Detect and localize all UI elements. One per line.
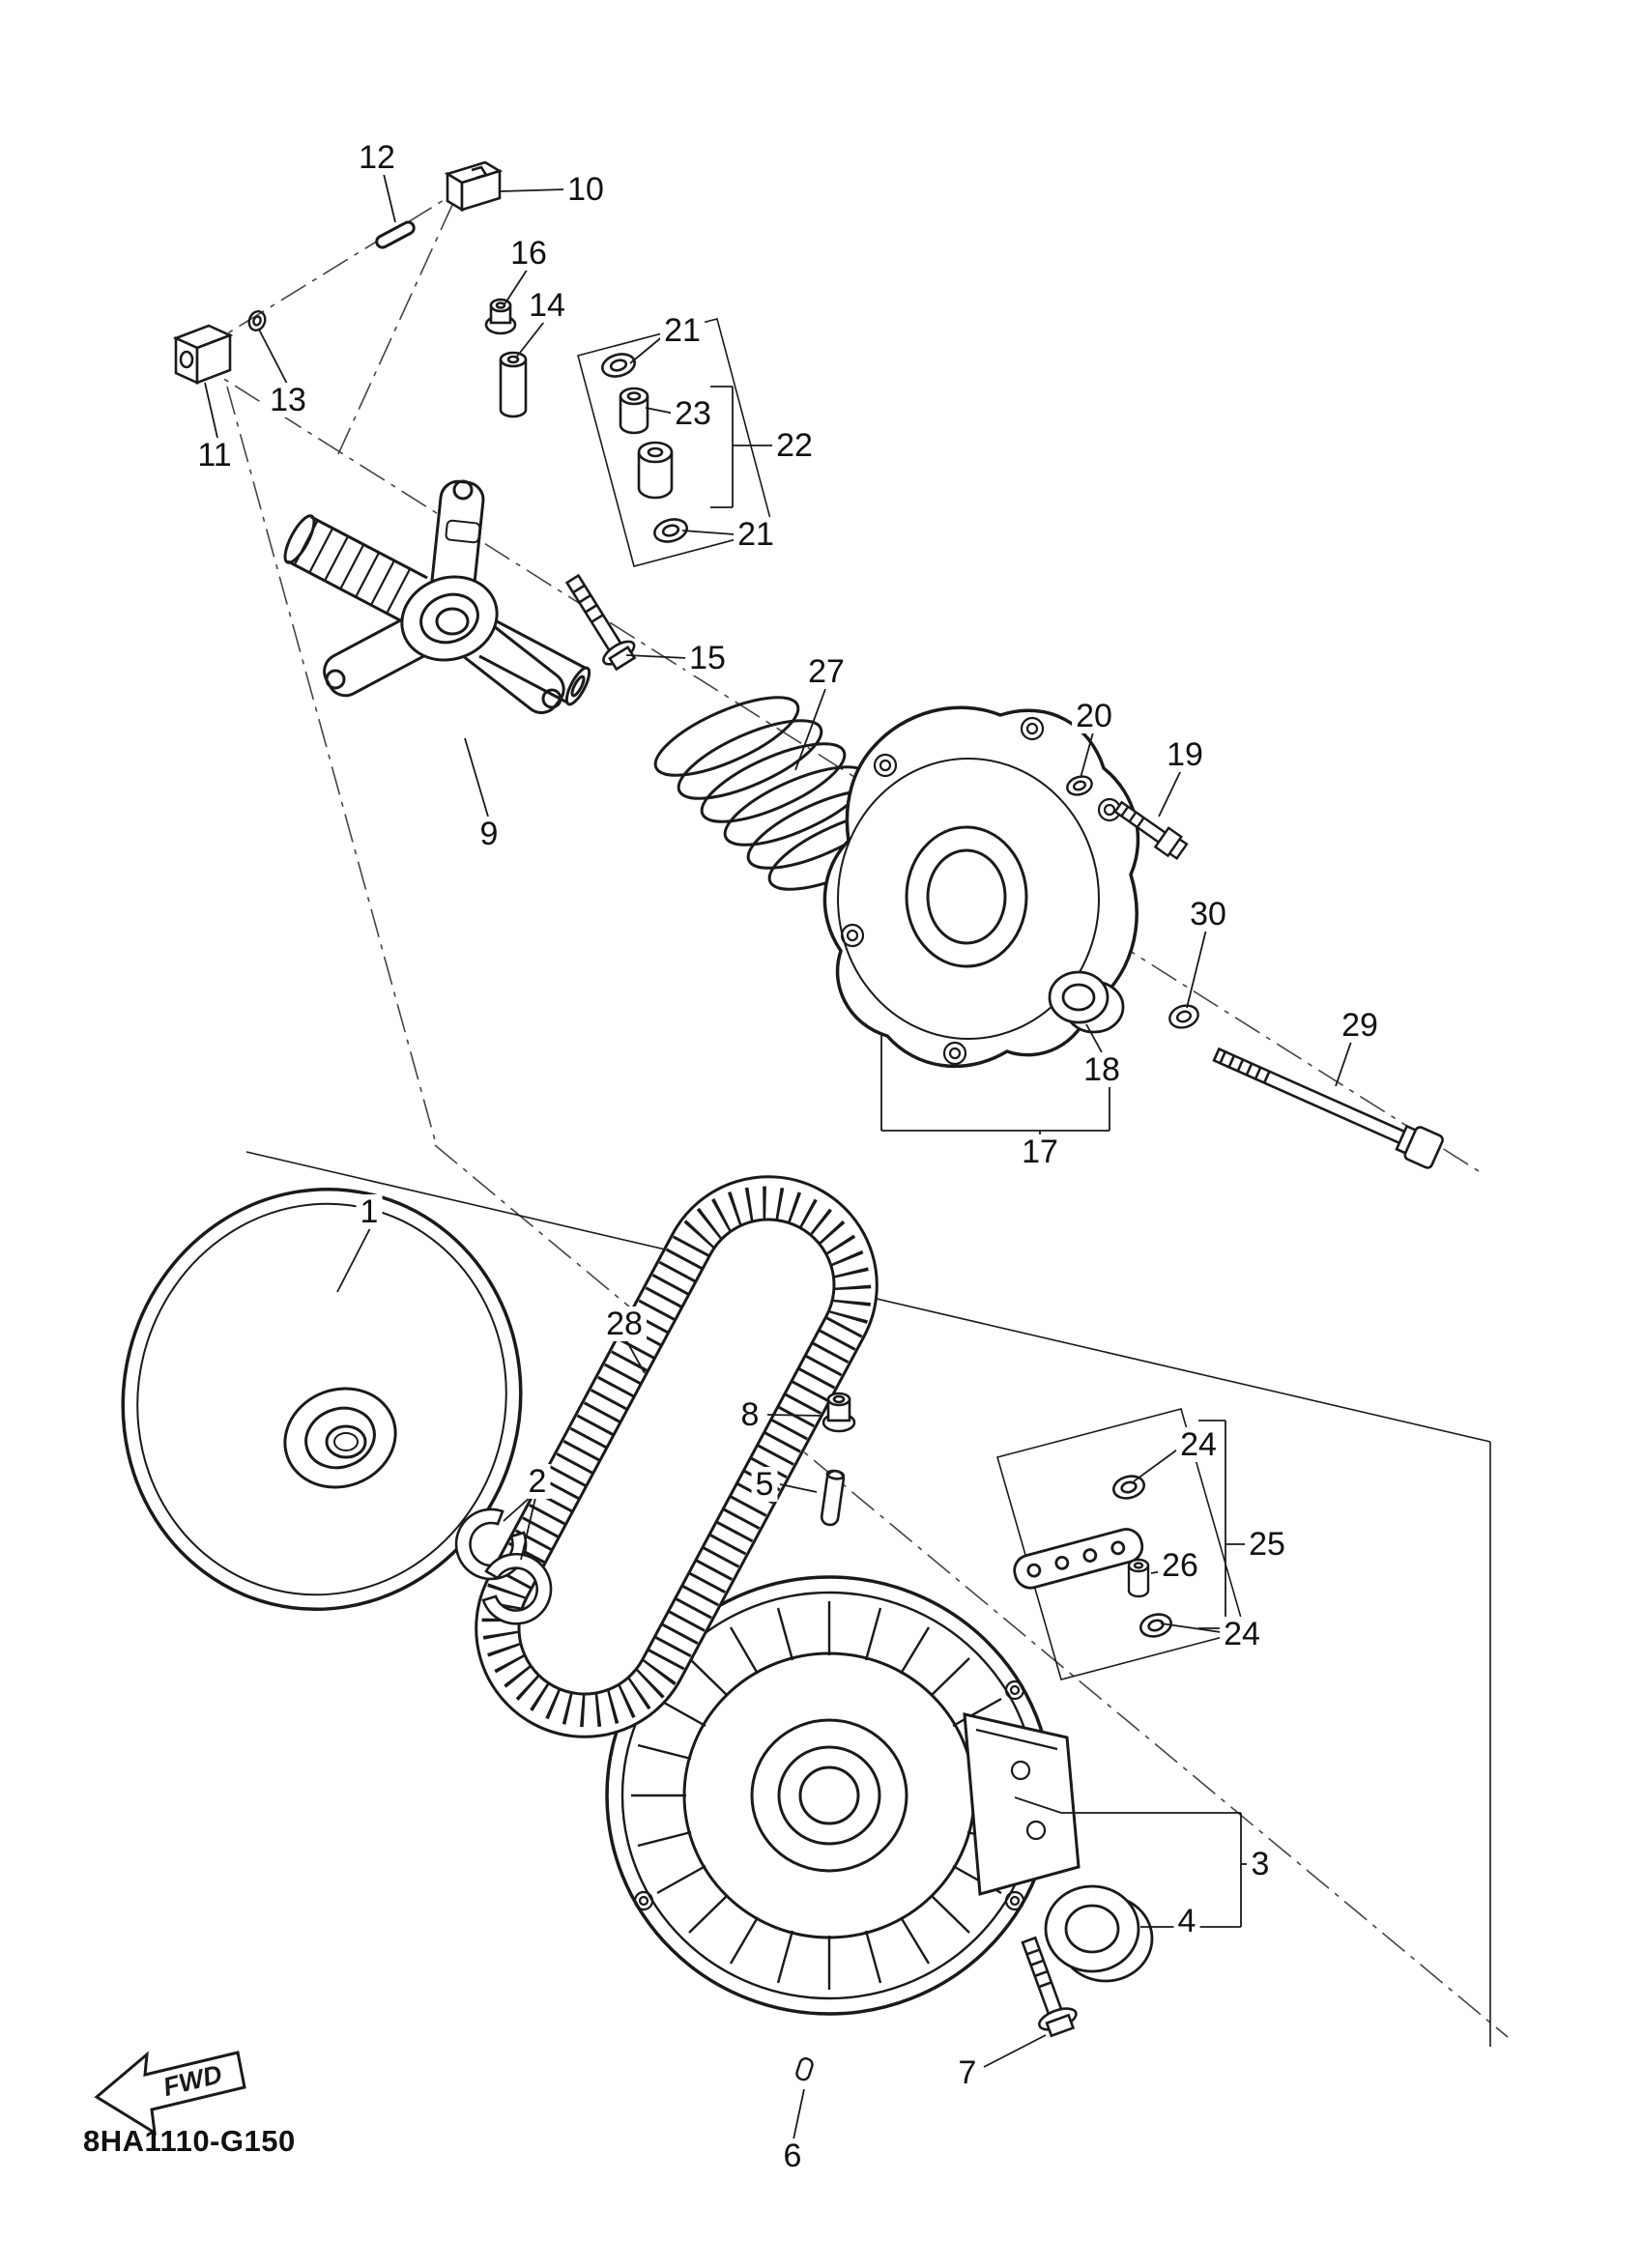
part-callout-10: 10 <box>563 172 608 207</box>
sheave-ribs <box>631 1601 1027 1990</box>
part-13-oring <box>247 310 267 331</box>
part-6-pin <box>795 2057 814 2081</box>
part-9-spider <box>283 479 591 714</box>
part-18-collar <box>1048 970 1125 1034</box>
part-callout-7: 7 <box>954 2055 981 2090</box>
part-callout-24b: 24 <box>1220 1617 1264 1651</box>
centerlines <box>175 181 1509 2038</box>
part-callout-28: 28 <box>602 1306 647 1341</box>
part-26-collar <box>1127 1558 1150 1598</box>
part-28-v-belt <box>475 1175 879 1738</box>
part-callout-5: 5 <box>751 1467 778 1502</box>
part-callout-4: 4 <box>1173 1904 1200 1938</box>
part-callout-23: 23 <box>671 396 715 431</box>
part-callout-21a: 21 <box>660 313 705 348</box>
part-21-washer-top <box>601 353 636 378</box>
part-callout-22: 22 <box>772 428 817 463</box>
part-callout-8: 8 <box>736 1397 764 1432</box>
part-19-bolt <box>1113 800 1189 860</box>
part-callout-3: 3 <box>1247 1847 1274 1881</box>
part-7-bolt <box>1021 1936 1078 2038</box>
part-10-guide-block <box>444 160 504 213</box>
part-callout-20: 20 <box>1072 699 1116 733</box>
part-callout-21b: 21 <box>734 517 778 552</box>
fwd-marker: FWD <box>94 2051 246 2136</box>
part-callout-14: 14 <box>525 288 569 323</box>
part-callout-17: 17 <box>1018 1134 1062 1169</box>
part-23-bushings <box>619 387 674 500</box>
part-callout-29: 29 <box>1338 1008 1382 1043</box>
part-callout-1: 1 <box>356 1194 383 1229</box>
part-callout-24a: 24 <box>1176 1427 1221 1462</box>
part-callout-9: 9 <box>476 817 503 851</box>
part-callout-19: 19 <box>1163 737 1207 772</box>
part-callout-25: 25 <box>1245 1527 1289 1562</box>
diagram-code: 8HA1110-G150 <box>83 2124 296 2158</box>
part-24-washer-upper <box>1111 1475 1146 1500</box>
part-callout-13: 13 <box>266 383 310 417</box>
part-1-fixed-sheave <box>121 1187 523 1612</box>
part-25-arm <box>1013 1528 1144 1590</box>
part-3-primary-sliding-sheave <box>605 1575 1081 2016</box>
part-callout-18: 18 <box>1080 1052 1124 1087</box>
part-callout-2: 2 <box>524 1464 551 1499</box>
part-4-bearing <box>1044 1884 1154 1983</box>
part-callout-6: 6 <box>779 2139 806 2173</box>
part-11-cap <box>172 324 234 386</box>
part-callout-12: 12 <box>355 140 399 175</box>
part-30-washer <box>1168 1004 1199 1029</box>
part-12-pin <box>375 220 416 249</box>
part-8-nut <box>822 1392 856 1433</box>
part-29-bolt <box>1212 1047 1444 1169</box>
part-21-washer-bottom <box>653 518 688 543</box>
part-callout-16: 16 <box>506 236 551 271</box>
part-15-bolt <box>564 573 637 672</box>
part-callout-26: 26 <box>1158 1548 1202 1583</box>
part-callout-11: 11 <box>193 438 236 473</box>
part-callout-27: 27 <box>804 654 849 689</box>
part-2-sliders <box>454 1507 553 1625</box>
part-16-nut <box>484 298 517 335</box>
part-callout-15: 15 <box>685 641 730 675</box>
part-callout-30: 30 <box>1186 897 1230 932</box>
part-20-washer <box>1066 775 1093 796</box>
part-14-spacer <box>499 351 528 418</box>
part-5-pin <box>820 1469 846 1527</box>
